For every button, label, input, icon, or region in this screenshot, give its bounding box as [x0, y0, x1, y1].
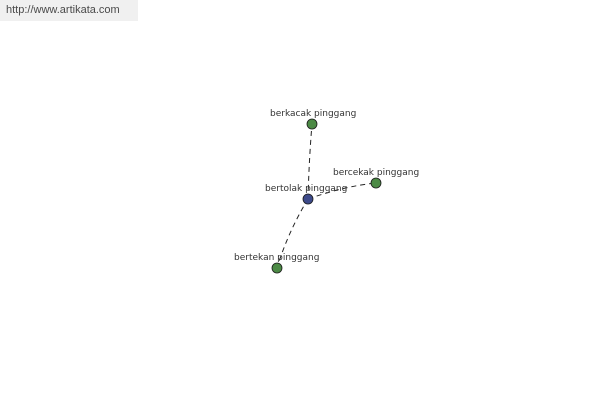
edge-center-to-bercekak — [307, 182, 377, 200]
node-circle[interactable] — [271, 262, 283, 274]
edge-center-to-bertekan — [276, 198, 309, 269]
edge-center-to-berkacak — [307, 123, 313, 200]
center-node-circle[interactable] — [302, 193, 314, 205]
node-circle[interactable] — [370, 177, 382, 189]
node-berkacak-pinggang[interactable]: berkacak pinggang — [270, 109, 356, 130]
node-bertekan-pinggang[interactable]: bertekan pinggang — [234, 253, 319, 274]
node-circle[interactable] — [306, 118, 318, 130]
node-label[interactable]: bercekak pinggang — [333, 168, 419, 178]
node-label[interactable]: bertekan pinggang — [234, 253, 319, 263]
node-bercekak-pinggang[interactable]: bercekak pinggang — [333, 168, 419, 189]
center-node-label[interactable]: bertolak pinggang — [265, 184, 347, 194]
source-url[interactable]: http://www.artikata.com — [0, 0, 138, 21]
node-label[interactable]: berkacak pinggang — [270, 109, 356, 119]
node-bertolak-pinggang[interactable]: bertolak pinggang — [265, 184, 347, 205]
